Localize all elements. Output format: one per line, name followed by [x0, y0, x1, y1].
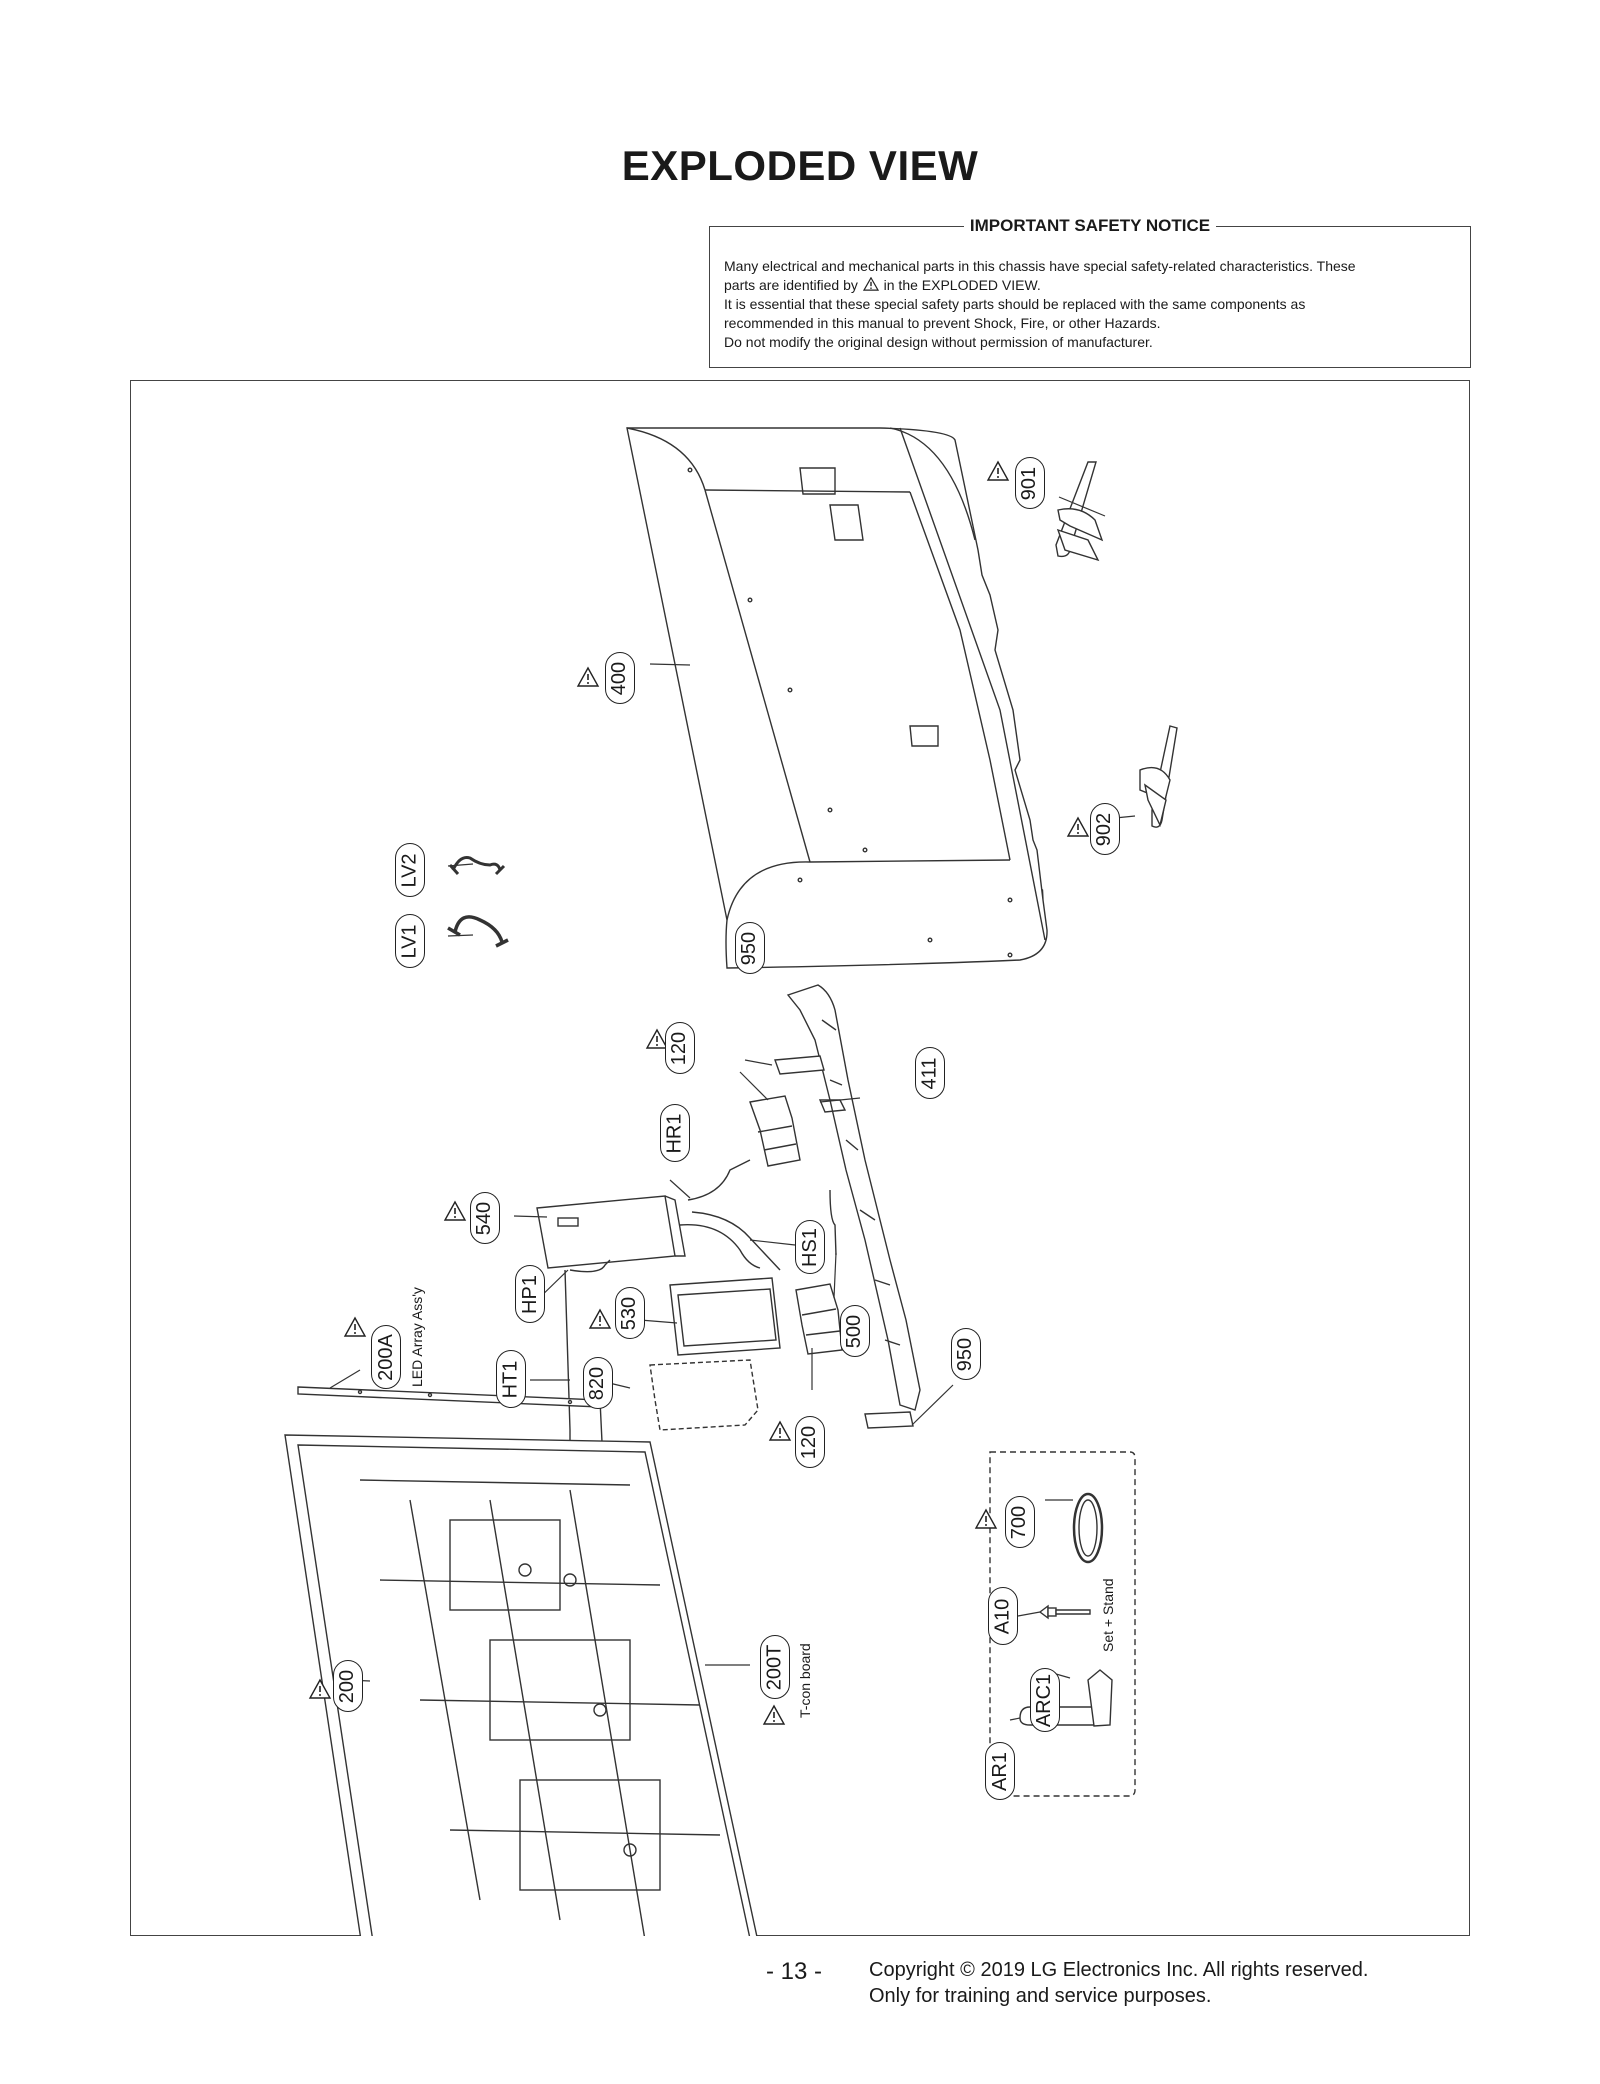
callout-hs1: HS1: [795, 1220, 825, 1274]
callout-901: 901: [1015, 457, 1045, 509]
callout-ar1: AR1: [985, 1742, 1015, 1800]
speaker-120-upper: [749, 1095, 801, 1167]
warning-icon-200t: [763, 1705, 785, 1725]
warning-triangle-icon: [862, 277, 879, 291]
cable-lv2: [448, 856, 506, 876]
callout-200: 200: [333, 1660, 363, 1712]
notice-line-3: It is essential that these special safet…: [724, 296, 1306, 312]
lcd-module-200: [284, 1434, 758, 1936]
safety-notice-heading: IMPORTANT SAFETY NOTICE: [963, 216, 1217, 235]
stand-902: [1139, 725, 1178, 828]
callout-400: 400: [605, 652, 635, 704]
callout-700: 700: [1005, 1496, 1035, 1548]
diagram-frame: [130, 380, 1470, 1936]
exploded-view-drawing: [284, 427, 1178, 1936]
bottom-cover-411: [786, 984, 921, 1411]
label-set-stand: Set + Stand: [1100, 1578, 1116, 1652]
callout-hp1: HP1: [515, 1265, 545, 1323]
callout-hr1: HR1: [660, 1104, 690, 1162]
bracket-950-lower: [864, 1411, 914, 1429]
callout-200t: 200T: [760, 1635, 790, 1699]
label-led-array: LED Array Ass'y: [409, 1287, 425, 1387]
power-board-540: [536, 1195, 686, 1269]
callout-lv1: LV1: [395, 914, 425, 968]
callout-411: 411: [915, 1047, 945, 1099]
callout-950-lower: 950: [951, 1328, 981, 1380]
page-number: - 13 -: [766, 1958, 823, 1985]
callout-820: 820: [583, 1357, 613, 1409]
callout-540: 540: [470, 1192, 500, 1244]
warning-icon-120b: [769, 1421, 791, 1441]
callout-200a: 200A: [371, 1325, 401, 1389]
callout-950-upper: 950: [735, 922, 765, 974]
led-bar-200a: [297, 1386, 601, 1408]
callout-lv2: LV2: [395, 843, 425, 897]
back-cover-400: [626, 427, 1048, 969]
callout-530: 530: [615, 1287, 645, 1339]
bracket-950-upper: [774, 1055, 825, 1075]
speaker-120-lower: [795, 1283, 843, 1355]
safety-notice-body: Many electrical and mechanical parts in …: [724, 257, 1456, 352]
notice-line-1: Many electrical and mechanical parts in …: [724, 258, 1356, 274]
warning-icon-530: [589, 1309, 611, 1329]
warning-icon-540: [444, 1201, 466, 1221]
safety-notice-box: IMPORTANT SAFETY NOTICE Many electrical …: [709, 216, 1471, 368]
page-title: EXPLODED VIEW: [621, 142, 979, 189]
cable-700: [1072, 1492, 1104, 1564]
warning-icon-120a: [646, 1029, 668, 1049]
warning-icon-400: [577, 667, 599, 687]
main-board-530: [669, 1277, 781, 1356]
callout-902: 902: [1090, 803, 1120, 855]
callout-120-lower: 120: [795, 1416, 825, 1468]
copyright-notice: Copyright © 2019 LG Electronics Inc. All…: [869, 1959, 1369, 2007]
harness-hr1-hs1: [679, 1159, 837, 1271]
shield-820: [649, 1359, 759, 1431]
notice-line-5: Do not modify the original design withou…: [724, 334, 1153, 350]
label-tcon-board: T-con board: [797, 1643, 813, 1718]
warning-icon-902: [1067, 817, 1089, 837]
callout-a10: A10: [988, 1587, 1018, 1645]
warning-icon-901: [987, 461, 1009, 481]
callout-500: 500: [840, 1305, 870, 1357]
callout-arc1: ARC1: [1030, 1668, 1060, 1732]
callout-120-upper: 120: [665, 1022, 695, 1074]
cable-lv1: [447, 915, 509, 948]
accessories-box: [989, 1451, 1136, 1797]
notice-line-2: parts are identified by in the EXPLODED …: [724, 277, 1041, 293]
warning-icon-200a: [344, 1317, 366, 1337]
screw-a10: [1038, 1604, 1091, 1620]
stand-901: [1055, 461, 1104, 562]
notice-line-4: recommended in this manual to prevent Sh…: [724, 315, 1161, 331]
callout-ht1: HT1: [496, 1350, 526, 1408]
warning-icon-700: [975, 1509, 997, 1529]
